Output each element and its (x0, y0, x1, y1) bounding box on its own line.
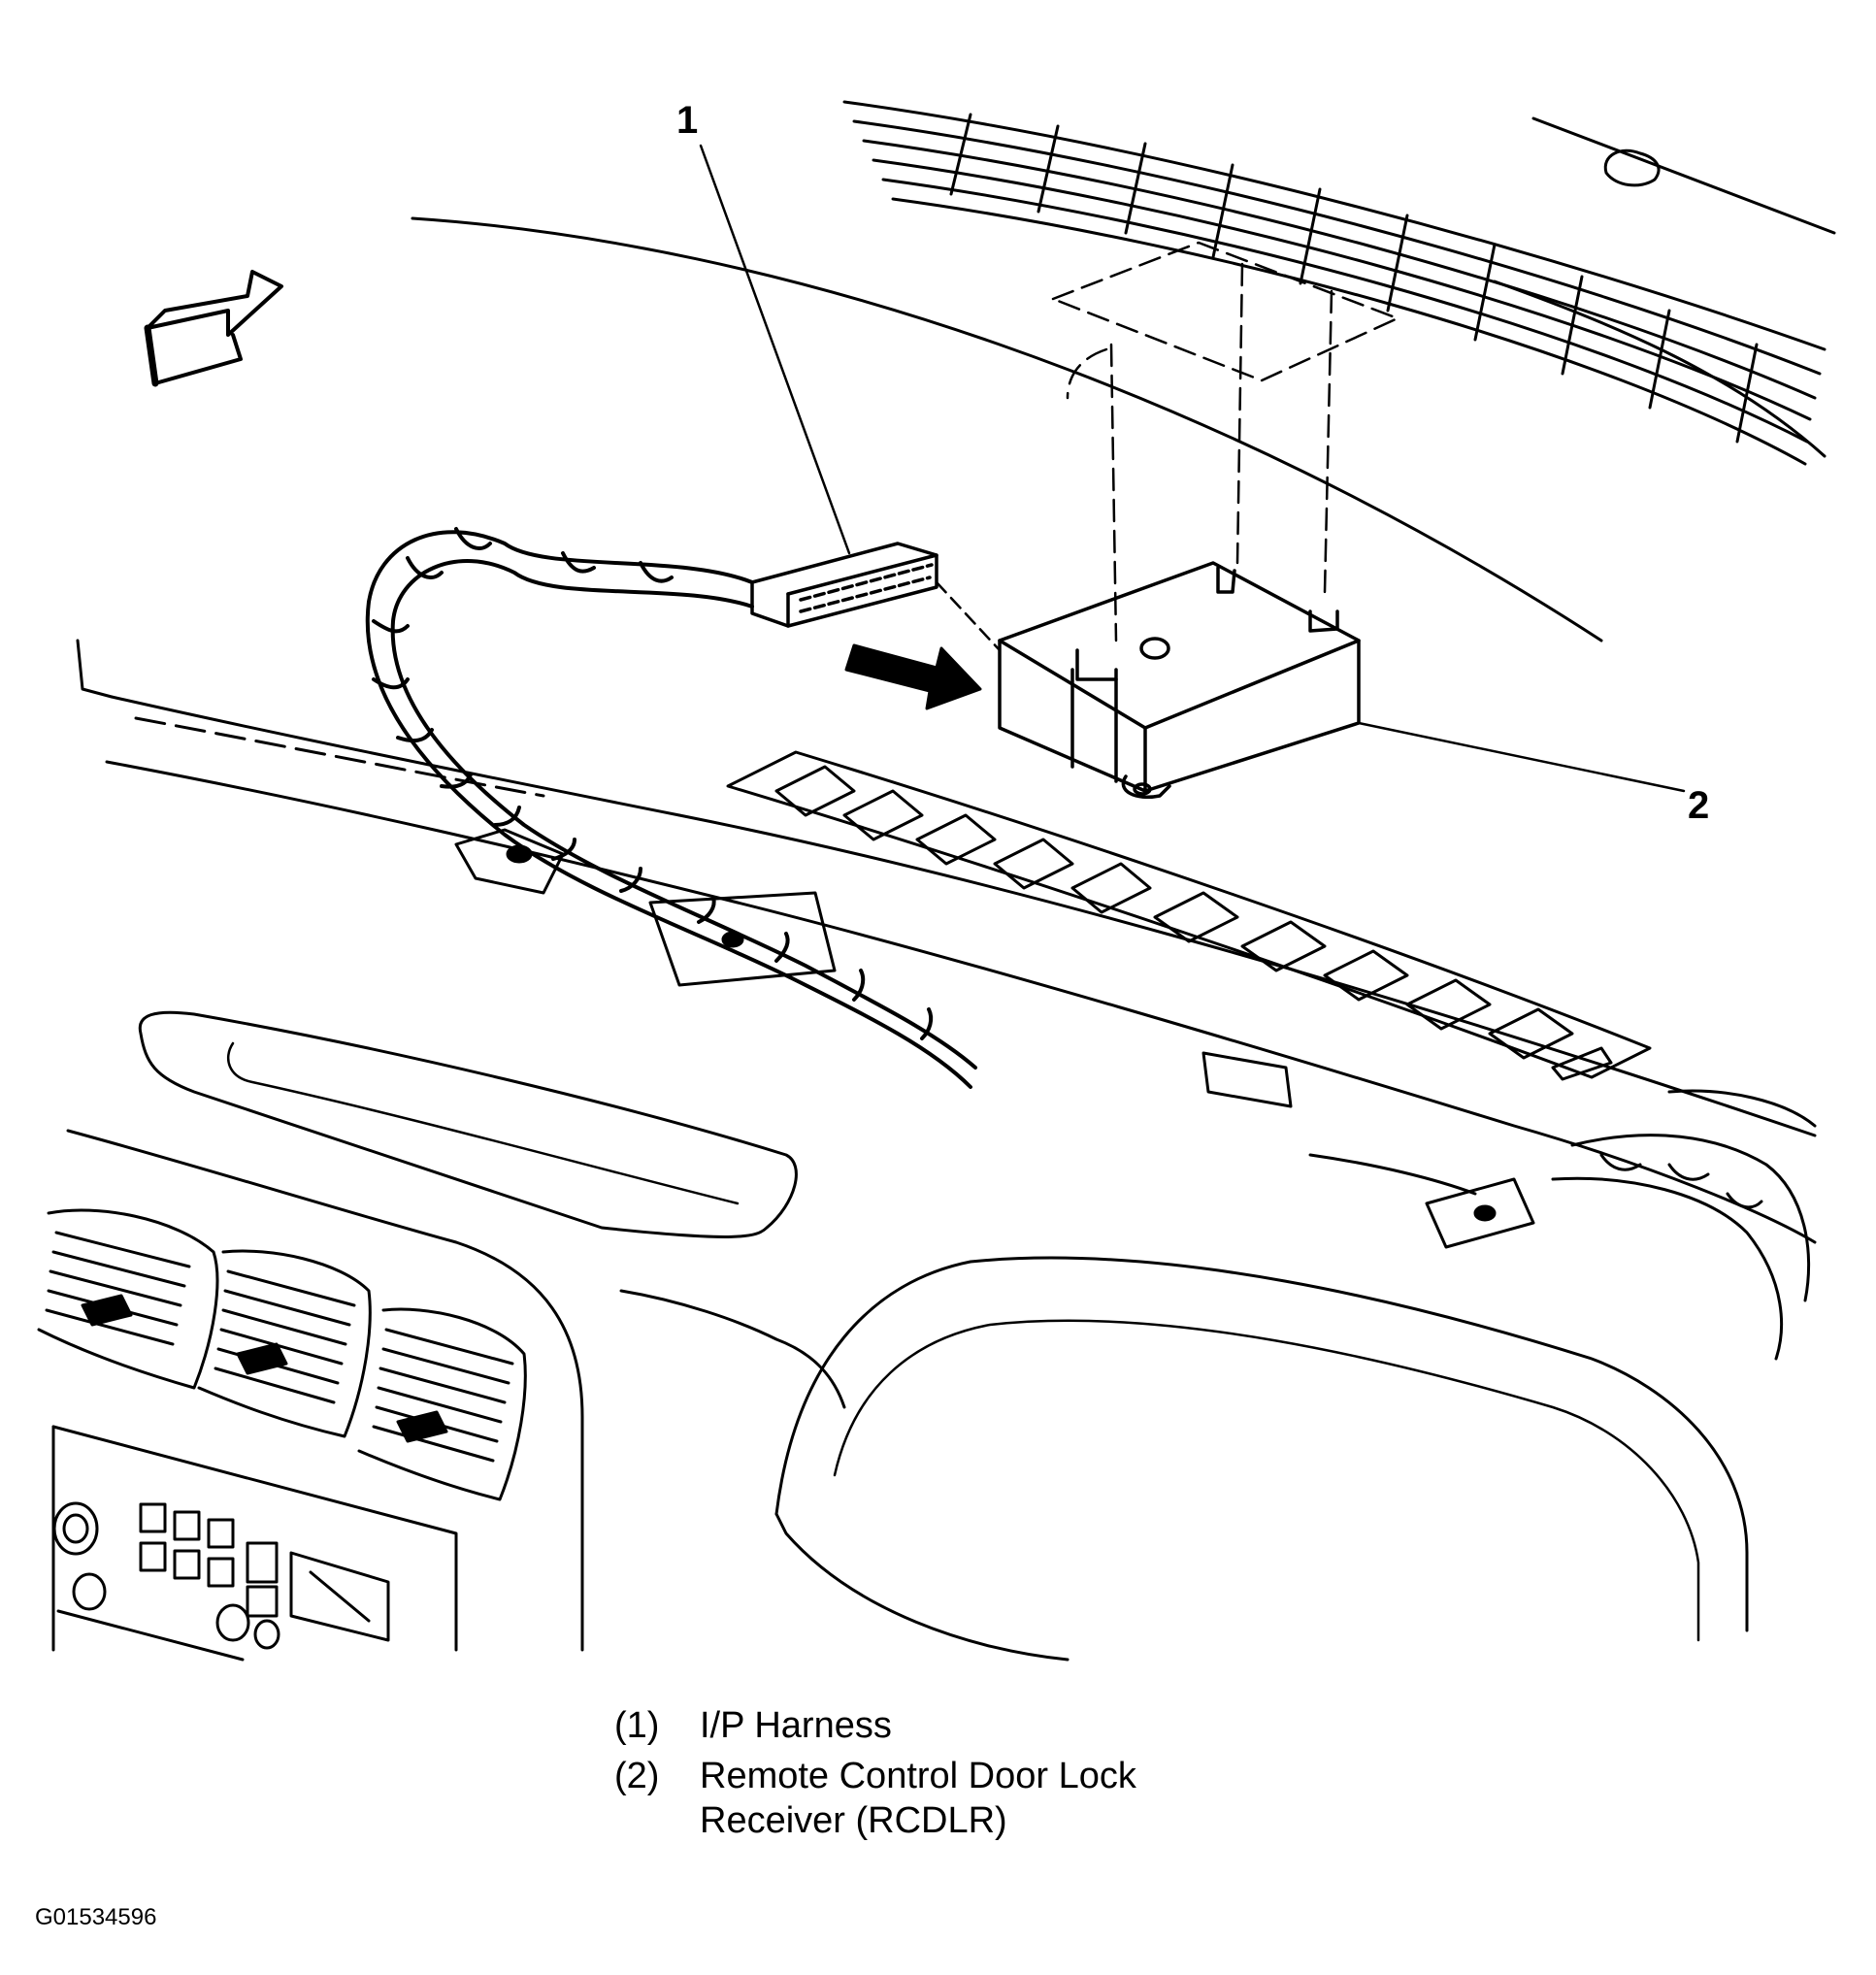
dash-pad (138, 1010, 798, 1238)
control-panel (51, 1425, 458, 1662)
leader-line-1 (699, 144, 851, 555)
rcdlr-module (998, 561, 1361, 799)
legend-item: (2) Remote Control Door Lock Receiver (R… (614, 1754, 1243, 1843)
figure-id: G01534596 (35, 1904, 157, 1930)
wiring-harness (365, 527, 977, 1089)
windshield-line (411, 216, 1603, 642)
direction-arrow-icon (146, 270, 283, 337)
legend-key: (2) (614, 1756, 660, 1796)
panel-contour (66, 1129, 584, 1652)
harness-connector (750, 542, 938, 628)
defroster-grille (842, 100, 1827, 466)
legend-key: (1) (614, 1705, 660, 1746)
right-wiring (1551, 1089, 1817, 1361)
legend-text: I/P Harness (700, 1705, 892, 1746)
lower-opening (774, 1256, 1749, 1632)
dashboard-illustration (37, 100, 1836, 1662)
dashboard-top (76, 639, 1817, 1244)
legend-item: (1) I/P Harness (614, 1703, 1243, 1748)
trim-clip (1603, 148, 1661, 187)
leader-line-2 (1357, 721, 1686, 793)
air-vents (37, 1208, 527, 1501)
trim-edge (1531, 116, 1836, 235)
mounting-outline (1051, 241, 1399, 642)
brackets (454, 828, 1535, 1249)
connect-arrow-icon (844, 643, 982, 710)
callout-number-2: 2 (1688, 784, 1710, 827)
legend: (1) I/P Harness (2) Remote Control Door … (614, 1703, 1243, 1849)
callout-number-1: 1 (676, 99, 699, 142)
vent-strip (726, 750, 1652, 1081)
legend-text: Remote Control Door Lock Receiver (RCDLR… (700, 1756, 1136, 1841)
